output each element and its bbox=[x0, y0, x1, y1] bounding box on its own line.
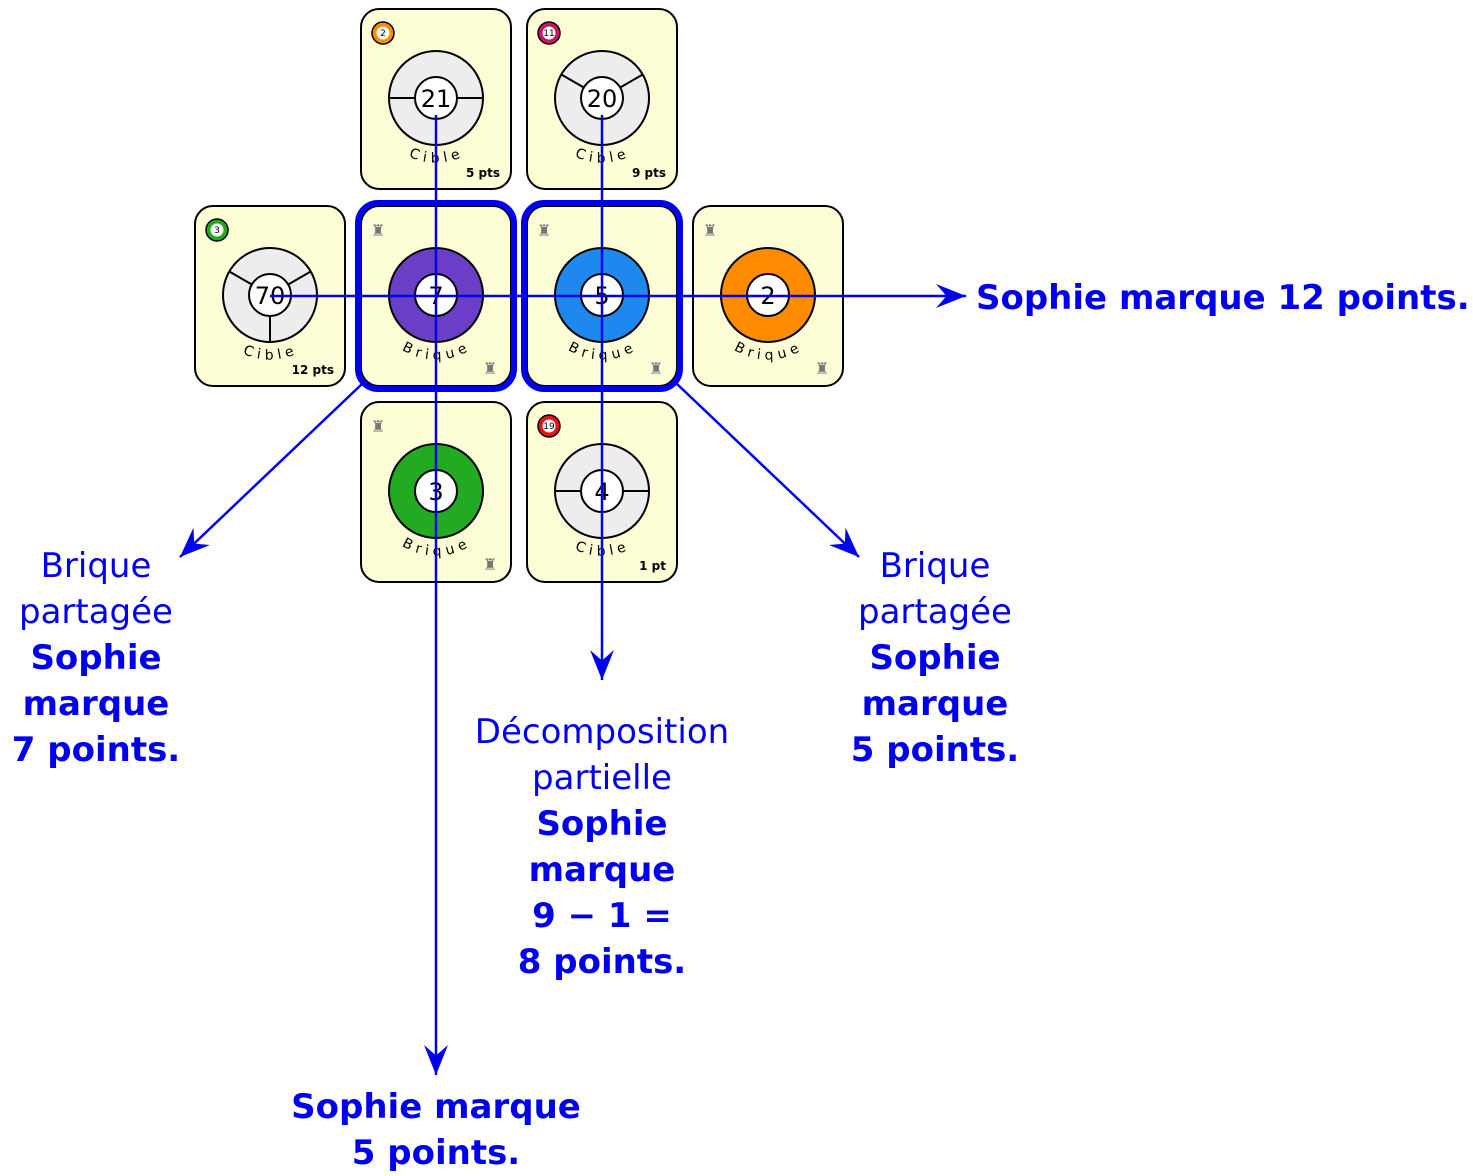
card-points: 9 pts bbox=[632, 166, 666, 180]
card-points: 5 pts bbox=[466, 166, 500, 180]
target-divider bbox=[287, 270, 312, 286]
publisher-logo-icon: ♜ bbox=[537, 221, 551, 240]
arrow-diag-right-head bbox=[828, 527, 859, 557]
publisher-logo-icon: ♜ bbox=[703, 221, 717, 240]
card-number-badge-center bbox=[376, 26, 390, 40]
card-number: 3 bbox=[214, 226, 220, 236]
card-number: 2 bbox=[380, 29, 386, 39]
target-divider bbox=[619, 73, 644, 89]
card-number: 11 bbox=[543, 29, 554, 39]
decomp-line-5: 9 − 1 = bbox=[532, 896, 672, 936]
arrow-diag-right-line bbox=[676, 383, 860, 558]
annotation-partial-decomposition: Décomposition partielle Sophie marque 9 … bbox=[452, 709, 752, 985]
annotation-row-score: Sophie marque 12 points. bbox=[976, 275, 1470, 321]
card-number-badge-center bbox=[210, 223, 224, 237]
arrow-row-head bbox=[936, 284, 966, 308]
right-shared-line-3: Sophie bbox=[869, 638, 1001, 678]
decomp-line-6: 8 points. bbox=[517, 942, 687, 982]
column-score-line-2: 5 points. bbox=[351, 1133, 521, 1173]
left-shared-line-1: Brique bbox=[40, 546, 152, 586]
publisher-logo-icon: ♜ bbox=[483, 359, 497, 378]
target-divider bbox=[560, 73, 585, 89]
arrow-diag-left-head bbox=[180, 527, 211, 557]
card-points: 12 pts bbox=[292, 363, 334, 377]
card-value: 21 bbox=[421, 85, 452, 113]
card-points: 1 pt bbox=[639, 559, 666, 573]
arrow-col-left-head bbox=[424, 1045, 448, 1075]
target-divider bbox=[228, 270, 253, 286]
right-shared-line-5: 5 points. bbox=[850, 730, 1020, 770]
decomp-line-4: marque bbox=[528, 850, 676, 890]
arrow-diag-left-line bbox=[179, 383, 363, 558]
decomp-line-3: Sophie bbox=[536, 804, 668, 844]
publisher-logo-icon: ♜ bbox=[371, 417, 385, 436]
left-shared-line-3: Sophie bbox=[30, 638, 162, 678]
card-top-right: 119 pts20Cible bbox=[526, 8, 678, 190]
card-top-left: 25 pts21Cible bbox=[360, 8, 512, 190]
right-shared-line-4: marque bbox=[861, 684, 1009, 724]
left-shared-line-4: marque bbox=[22, 684, 170, 724]
right-shared-line-2: partagée bbox=[858, 592, 1012, 632]
arrow-col-right-head bbox=[590, 650, 614, 680]
right-shared-line-1: Brique bbox=[879, 546, 991, 586]
column-score-line-1: Sophie marque bbox=[291, 1087, 581, 1127]
left-shared-line-2: partagée bbox=[19, 592, 173, 632]
publisher-logo-icon: ♜ bbox=[483, 555, 497, 574]
publisher-logo-icon: ♜ bbox=[815, 359, 829, 378]
decomp-line-2: partielle bbox=[532, 758, 672, 798]
row-score-text: Sophie marque 12 points. bbox=[976, 278, 1470, 318]
annotation-column-score: Sophie marque 5 points. bbox=[276, 1084, 596, 1176]
annotation-left-shared-brick: Brique partagée Sophie marque 7 points. bbox=[0, 543, 192, 773]
card-number-badge-center bbox=[542, 419, 556, 433]
card-number-badge-center bbox=[542, 26, 556, 40]
decomp-line-1: Décomposition bbox=[474, 712, 730, 752]
card-number: 19 bbox=[543, 422, 555, 432]
left-shared-line-5: 7 points. bbox=[11, 730, 181, 770]
annotation-right-shared-brick: Brique partagée Sophie marque 5 points. bbox=[838, 543, 1032, 773]
card-value: 20 bbox=[587, 85, 618, 113]
publisher-logo-icon: ♜ bbox=[371, 221, 385, 240]
publisher-logo-icon: ♜ bbox=[649, 359, 663, 378]
